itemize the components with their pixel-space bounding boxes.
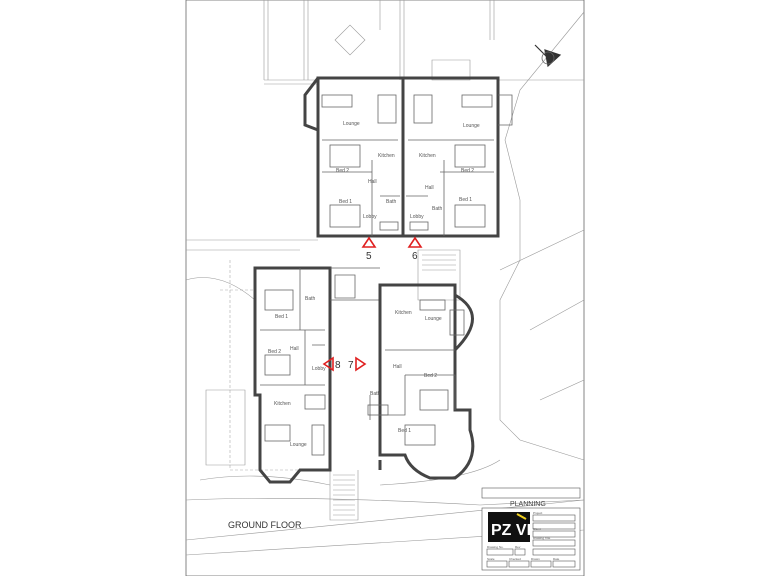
- room-label: Bed 2: [424, 373, 437, 379]
- lower-right-block: [367, 283, 475, 480]
- room-label: Lobby: [312, 366, 326, 372]
- stage-label: PLANNING: [510, 501, 546, 508]
- svg-text:Client: Client: [533, 527, 541, 531]
- room-label: Bed 1: [459, 197, 472, 203]
- logo-mark-icon: [516, 513, 527, 520]
- room-label: Kitchen: [274, 401, 291, 407]
- title-block: PLANNING PZ VI Project Client Drawing Ti…: [481, 487, 581, 571]
- room-label: Kitchen: [378, 153, 395, 159]
- svg-text:5: 5: [366, 251, 372, 262]
- svg-text:Scale: Scale: [487, 557, 495, 561]
- logo-text: PZ VI: [491, 522, 531, 539]
- svg-text:7: 7: [348, 360, 354, 371]
- room-label: Bath: [370, 391, 381, 397]
- triangle-marker-icon: [355, 356, 367, 372]
- room-label: Hall: [290, 346, 299, 352]
- central-corridor: [328, 267, 382, 470]
- room-label: Bed 2: [336, 168, 349, 174]
- svg-text:Date: Date: [553, 557, 560, 561]
- site-context: [185, 0, 585, 556]
- room-label: Hall: [368, 179, 377, 185]
- north-arrow-icon: [534, 44, 562, 68]
- svg-text:Rev: Rev: [515, 545, 521, 549]
- triangle-marker-icon: [322, 356, 334, 372]
- room-label: Bed 1: [275, 314, 288, 320]
- svg-text:Checked: Checked: [509, 557, 521, 561]
- room-label: Kitchen: [419, 153, 436, 159]
- svg-text:Drawn: Drawn: [531, 557, 540, 561]
- sheet-border: [185, 0, 585, 576]
- view-marker-7[interactable]: 7: [348, 356, 367, 372]
- svg-text:8: 8: [335, 360, 341, 371]
- triangle-marker-icon: [361, 236, 377, 248]
- room-label: Hall: [393, 364, 402, 370]
- room-label: Bath: [386, 199, 397, 205]
- room-label: Lobby: [410, 214, 424, 220]
- svg-text:Drawing Title: Drawing Title: [533, 536, 551, 540]
- view-marker-5[interactable]: 5: [361, 236, 377, 262]
- room-label: Bath: [305, 296, 316, 302]
- room-label: Lounge: [463, 123, 480, 129]
- svg-text:Project: Project: [533, 511, 543, 515]
- room-label: Hall: [425, 185, 434, 191]
- room-label: Bath: [432, 206, 443, 212]
- triangle-marker-icon: [407, 236, 423, 248]
- room-label: Bed 2: [268, 349, 281, 355]
- room-label: Lounge: [343, 121, 360, 127]
- room-label: Bed 2: [461, 168, 474, 174]
- room-label: Lounge: [425, 316, 442, 322]
- room-label: Kitchen: [395, 310, 412, 316]
- room-label: Bed 1: [398, 428, 411, 434]
- drawing-title: GROUND FLOOR: [228, 520, 302, 530]
- room-label: Lobby: [363, 214, 377, 220]
- svg-text:Drawing No.: Drawing No.: [487, 545, 504, 549]
- svg-text:6: 6: [412, 251, 418, 262]
- room-label: Bed 1: [339, 199, 352, 205]
- view-marker-8[interactable]: 8: [322, 356, 341, 372]
- upper-block: [303, 76, 513, 301]
- room-label: Lounge: [290, 442, 307, 448]
- lower-left-block: [253, 266, 332, 484]
- view-marker-6[interactable]: 6: [407, 236, 423, 262]
